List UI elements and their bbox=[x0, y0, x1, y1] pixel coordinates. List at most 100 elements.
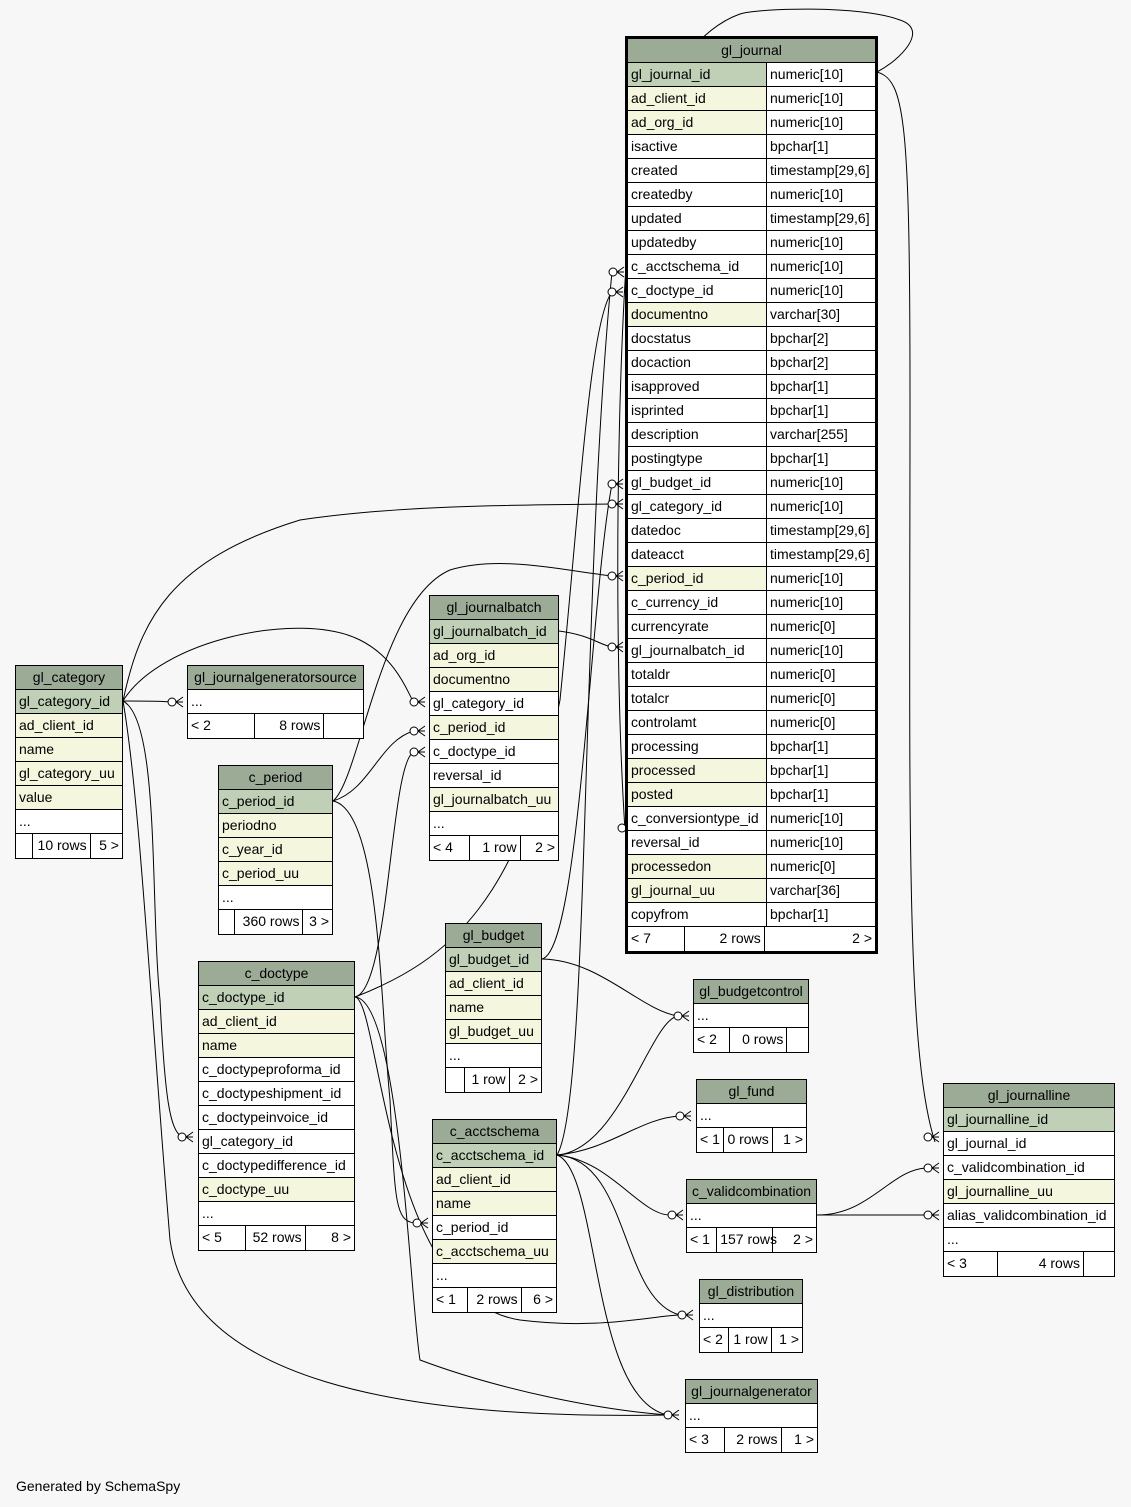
column-row[interactable]: value bbox=[16, 786, 122, 810]
table-title[interactable]: gl_journalbatch bbox=[430, 596, 558, 620]
column-row[interactable]: gl_journalbatch_uu bbox=[430, 788, 558, 812]
column-row[interactable]: gl_journal_id bbox=[944, 1132, 1114, 1156]
children-link[interactable] bbox=[787, 1028, 808, 1052]
parents-link[interactable]: < 1 bbox=[433, 1288, 469, 1312]
table-title[interactable]: gl_distribution bbox=[700, 1280, 802, 1304]
table-title[interactable]: c_validcombination bbox=[687, 1180, 816, 1204]
parents-link[interactable]: < 7 bbox=[628, 927, 685, 951]
children-link[interactable] bbox=[324, 714, 363, 738]
column-row[interactable]: c_doctype_id bbox=[430, 740, 558, 764]
children-link[interactable]: 2 > bbox=[852, 930, 872, 946]
table-title[interactable]: gl_fund bbox=[697, 1080, 806, 1104]
table-title[interactable]: gl_journalgeneratorsource bbox=[188, 666, 363, 690]
column-row[interactable]: gl_journalline_uu bbox=[944, 1180, 1114, 1204]
column-row[interactable]: ad_client_id bbox=[433, 1168, 556, 1192]
column-row[interactable]: name bbox=[16, 738, 122, 762]
table-title[interactable]: gl_journalline bbox=[944, 1084, 1114, 1108]
column-row[interactable]: c_period_id bbox=[219, 790, 332, 814]
column-row[interactable]: ... bbox=[694, 1004, 808, 1028]
column-row[interactable]: ... bbox=[433, 1264, 556, 1288]
column-row[interactable]: gl_category_id bbox=[16, 690, 122, 714]
column-row[interactable]: ... bbox=[686, 1404, 817, 1428]
column-row[interactable]: gl_journalbatch_id bbox=[430, 620, 558, 644]
column-row[interactable]: ... bbox=[700, 1304, 802, 1328]
column-row[interactable]: alias_validcombination_id bbox=[944, 1204, 1114, 1228]
column-row[interactable]: c_acctschema_id bbox=[433, 1144, 556, 1168]
column-row[interactable]: ad_client_id bbox=[446, 972, 541, 996]
children-link[interactable]: 5 > bbox=[99, 837, 119, 853]
column-row[interactable]: ... bbox=[199, 1202, 354, 1226]
children-link[interactable]: 1 > bbox=[783, 1131, 803, 1147]
column-row[interactable]: c_doctype_id bbox=[199, 986, 354, 1010]
table-title[interactable]: gl_journalgenerator bbox=[686, 1380, 817, 1404]
children-link[interactable]: 6 > bbox=[533, 1291, 554, 1307]
column-row[interactable]: ... bbox=[446, 1044, 541, 1068]
column-row[interactable]: gl_category_id bbox=[430, 692, 558, 716]
parents-link[interactable]: < 3 bbox=[686, 1428, 726, 1452]
column-row[interactable]: ... bbox=[687, 1204, 816, 1228]
parents-link[interactable] bbox=[219, 910, 235, 934]
column-row[interactable]: c_year_id bbox=[219, 838, 332, 862]
children-link[interactable]: 8 > bbox=[331, 1229, 351, 1245]
parents-link[interactable]: < 3 bbox=[944, 1252, 999, 1276]
column-row[interactable]: c_validcombination_id bbox=[944, 1156, 1114, 1180]
column-row[interactable]: gl_journalline_id bbox=[944, 1108, 1114, 1132]
column-row[interactable]: c_period_id bbox=[433, 1216, 556, 1240]
column-row[interactable]: c_acctschema_uu bbox=[433, 1240, 556, 1264]
column-row[interactable]: gl_budget_id bbox=[446, 948, 541, 972]
parents-link[interactable] bbox=[16, 834, 33, 858]
column-row[interactable]: periodno bbox=[219, 814, 332, 838]
table-title[interactable]: gl_category bbox=[16, 666, 122, 690]
column-row[interactable]: ... bbox=[430, 812, 558, 836]
column-row[interactable]: c_period_uu bbox=[219, 862, 332, 886]
column-row[interactable]: c_doctypeinvoice_id bbox=[199, 1106, 354, 1130]
column-row[interactable]: c_doctypeshipment_id bbox=[199, 1082, 354, 1106]
column-row[interactable]: reversal_id bbox=[430, 764, 558, 788]
column-row[interactable]: name bbox=[199, 1034, 354, 1058]
children-link[interactable]: 2 > bbox=[518, 1071, 538, 1087]
column-row[interactable]: ... bbox=[16, 810, 122, 834]
column-row[interactable]: c_doctypedifference_id bbox=[199, 1154, 354, 1178]
children-link[interactable]: 2 > bbox=[793, 1231, 813, 1247]
column-row[interactable]: ... bbox=[188, 690, 363, 714]
column-row[interactable]: ... bbox=[944, 1228, 1114, 1252]
table-title[interactable]: c_doctype bbox=[199, 962, 354, 986]
column-row[interactable]: ad_client_id bbox=[16, 714, 122, 738]
